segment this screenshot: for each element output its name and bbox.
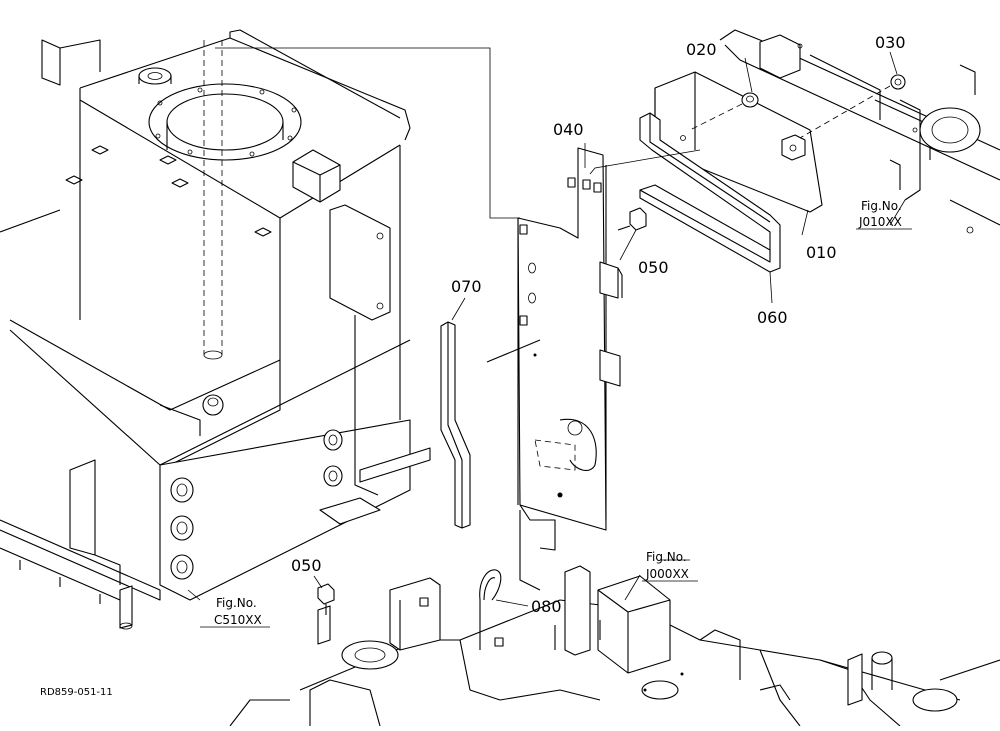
fig-ref-j010: Fig.No. J010XX — [856, 199, 912, 230]
label-part-080: 080 — [531, 597, 562, 616]
part-080-clip — [479, 569, 502, 601]
label-part-060: 060 — [757, 308, 788, 327]
part-040-bracket — [486, 147, 623, 591]
label-part-070: 070 — [451, 277, 482, 296]
fig-ref-j000-line2: J000XX — [645, 567, 689, 581]
label-part-050-upper: 050 — [638, 258, 669, 277]
part-050-bolt-upper — [617, 207, 647, 231]
part-020-nut — [689, 92, 759, 131]
fig-ref-j010-line1: Fig.No. — [861, 199, 902, 213]
fig-ref-c510-line1: Fig.No. — [216, 596, 257, 610]
leader-lines — [187, 47, 906, 607]
part-070-strip — [440, 321, 471, 529]
label-part-050-lower: 050 — [291, 556, 322, 575]
part-010-cover — [654, 71, 823, 213]
drawing-code: RD859-051-11 — [40, 687, 113, 698]
label-part-020: 020 — [686, 40, 717, 59]
fig-ref-j000: Fig.No. J000XX — [642, 550, 698, 582]
upper-right-frame — [719, 29, 1000, 234]
part-050-bolt-lower — [317, 583, 335, 615]
fig-ref-c510: Fig.No. C510XX — [200, 596, 270, 628]
fig-ref-j010-line2: J010XX — [858, 215, 902, 229]
label-part-010: 010 — [806, 243, 837, 262]
fig-ref-j000-line1: Fig.No. — [646, 550, 687, 564]
lower-frame — [229, 565, 1000, 727]
label-part-040: 040 — [553, 120, 584, 139]
part-030-washer — [799, 74, 906, 139]
part-060-gasket — [639, 112, 781, 273]
label-part-030: 030 — [875, 33, 906, 52]
fig-ref-c510-line2: C510XX — [214, 613, 262, 627]
tank-assembly — [0, 29, 431, 630]
